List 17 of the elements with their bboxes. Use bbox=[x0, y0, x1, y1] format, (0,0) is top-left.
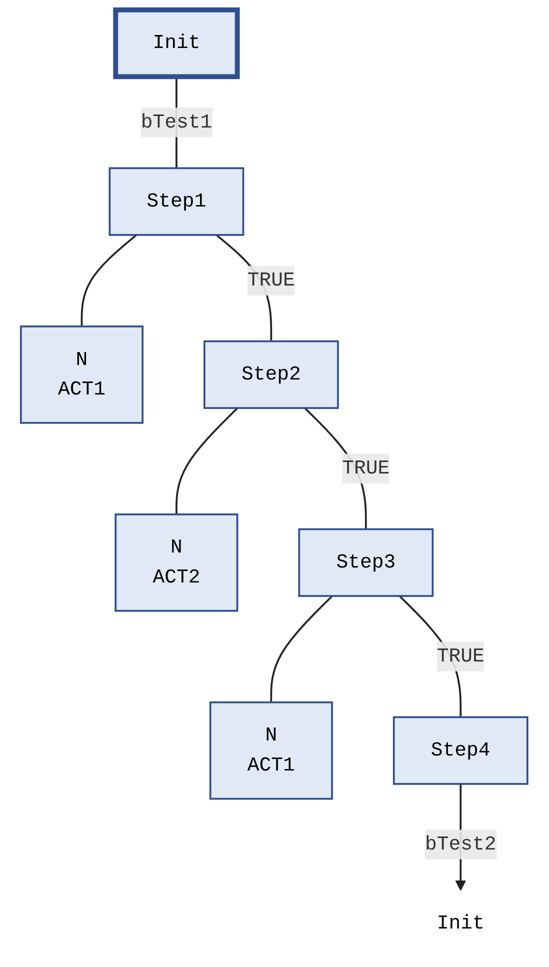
node-box: Step3 bbox=[298, 528, 434, 597]
connector bbox=[176, 407, 239, 514]
node-box: N ACT2 bbox=[115, 513, 239, 612]
connector bbox=[270, 595, 334, 702]
node-box: N ACT1 bbox=[20, 326, 144, 424]
node-box: Init bbox=[113, 7, 240, 80]
edge-label: TRUE bbox=[248, 270, 296, 292]
node-box: N ACT1 bbox=[210, 701, 334, 800]
edge-label: TRUE bbox=[437, 645, 485, 668]
edge-label: TRUE bbox=[342, 458, 390, 480]
edge-label: bTest1 bbox=[141, 111, 212, 134]
node-box: Step2 bbox=[204, 340, 340, 409]
node-text: Init bbox=[437, 912, 485, 935]
connector bbox=[81, 234, 138, 326]
node-box: Step1 bbox=[109, 167, 244, 236]
node-box: Step4 bbox=[393, 716, 529, 785]
edge-label: bTest2 bbox=[425, 833, 497, 856]
